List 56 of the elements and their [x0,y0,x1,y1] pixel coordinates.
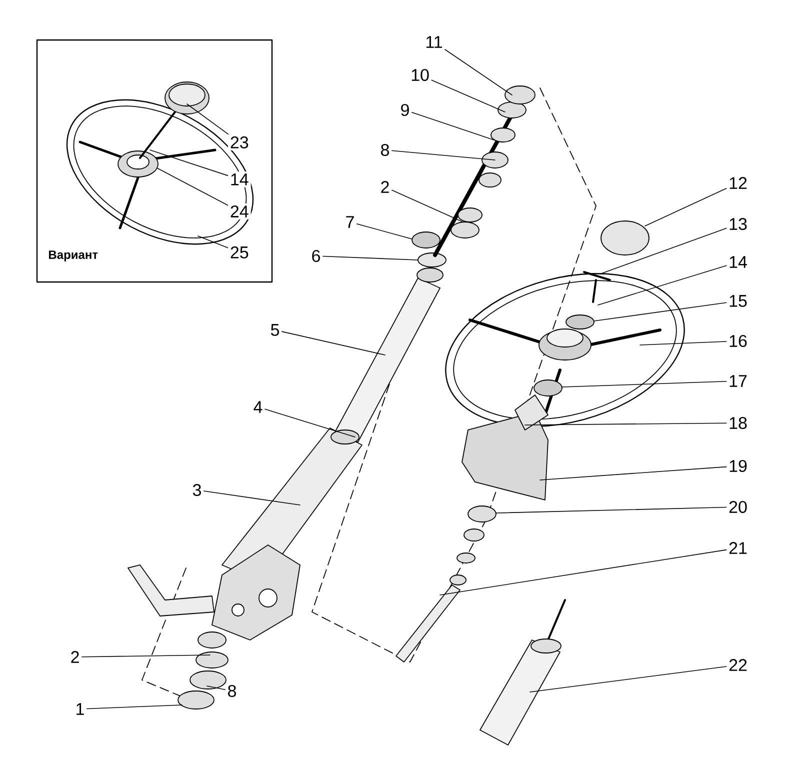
leader-line [282,331,386,356]
callout-number: 12 [730,177,747,189]
leader-line [186,104,229,135]
leader-line [206,686,226,690]
leader-line [156,168,228,206]
leader-line [640,341,727,346]
callout-number: 14 [228,172,251,188]
callout-number: 13 [730,218,747,230]
leader-line [356,224,412,240]
leader-line [150,150,228,176]
callout-number: 2 [381,181,389,193]
callout-number: 8 [228,684,236,698]
callout-number: 5 [270,324,280,336]
callout-number: 9 [401,104,409,116]
callout-number: 10 [412,68,429,82]
leader-line [598,265,727,306]
leader-line [644,188,727,226]
callout-number: 15 [730,295,747,307]
callout-number: 7 [346,216,354,228]
leader-line [412,112,494,140]
callout-number: 11 [426,36,442,48]
callout-number: 25 [228,244,251,260]
leader-line [600,228,727,274]
leader-line [431,80,506,112]
callout-number: 19 [730,460,747,472]
leader-line [392,150,496,160]
leader-line [496,506,727,514]
leader-line [198,236,228,248]
leader-line [86,704,182,710]
leader-line [562,381,727,388]
leader-line [530,666,727,692]
callout-number: 17 [730,375,747,387]
callout-number: 8 [381,144,389,156]
leader-line [82,654,210,658]
leader-line [264,408,356,438]
leader-line [524,422,727,426]
leader-line [594,302,727,322]
leader-line [322,256,418,260]
leader-line [444,49,512,96]
leader-line [440,549,727,596]
callout-number: 21 [729,542,747,554]
leader-line [540,466,727,480]
callout-number: 22 [729,659,747,671]
leader-line [204,490,300,506]
callout-number: 14 [730,256,747,268]
callout-number: 16 [730,334,747,348]
callout-number: 20 [729,500,747,514]
callout-number: 1 [76,703,84,715]
callout-number: 3 [192,484,201,496]
callout-number: 18 [730,416,747,430]
callout-number: 2 [71,651,79,663]
callout-number: 24 [228,203,251,220]
callout-number: 23 [228,134,251,150]
callout-number: 6 [312,250,320,262]
leader-line [392,190,464,222]
callout-number: 4 [254,401,262,413]
